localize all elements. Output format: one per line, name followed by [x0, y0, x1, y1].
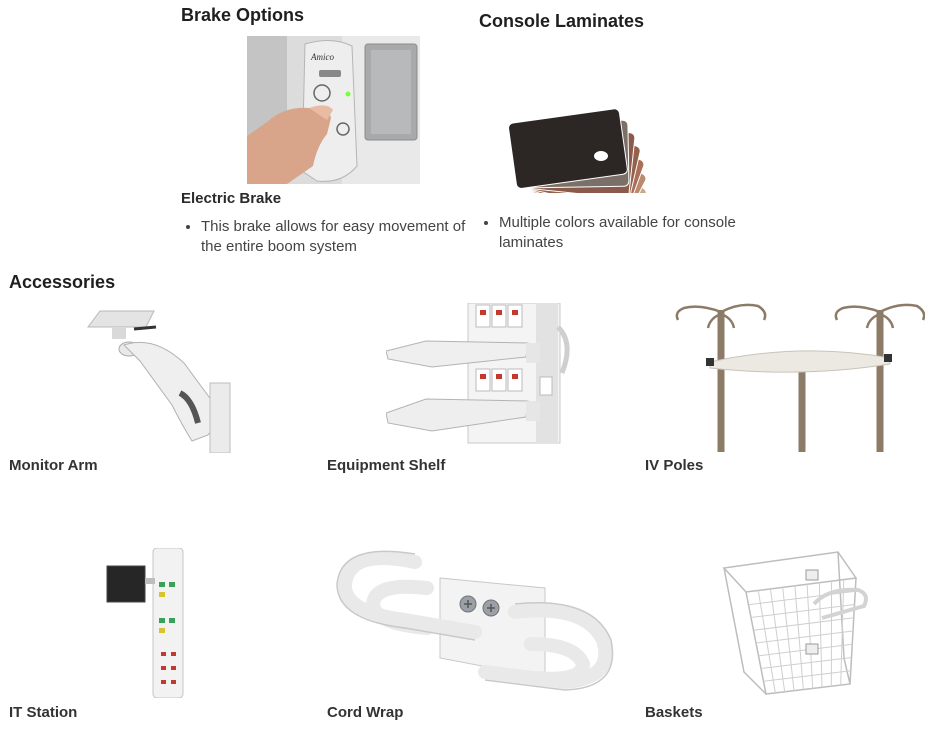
- electric-brake-image: Amico: [247, 36, 420, 184]
- it-station-label: IT Station: [9, 704, 78, 721]
- accessories-heading: Accessories: [9, 272, 116, 292]
- electric-brake-title: Electric Brake: [181, 190, 282, 207]
- laminate-swatches-image: [505, 38, 755, 193]
- laminate-bullet-text: Multiple colors available for console la…: [499, 213, 799, 253]
- amico-logo: Amico: [311, 52, 334, 62]
- cord-wrap-image: [335, 548, 620, 698]
- console-laminates-heading: Console Laminates: [479, 11, 645, 31]
- equipment-shelf-label: Equipment Shelf: [327, 457, 446, 474]
- brake-options-heading: Brake Options: [181, 5, 305, 25]
- it-station-image: [105, 548, 195, 698]
- brake-bullets: This brake allows for easy movement of t…: [181, 217, 471, 257]
- iv-poles-label: IV Poles: [645, 457, 704, 474]
- brake-bullet-text: This brake allows for easy movement of t…: [201, 217, 471, 257]
- baskets-label: Baskets: [645, 704, 703, 721]
- laminate-swatch: [508, 108, 628, 189]
- baskets-image: [718, 548, 873, 698]
- monitor-arm-image: [84, 305, 232, 453]
- equipment-shelf-image: [386, 303, 574, 451]
- iv-poles-image: [670, 302, 925, 452]
- swatch-hole: [594, 151, 608, 161]
- laminate-bullets: Multiple colors available for console la…: [479, 213, 799, 253]
- monitor-arm-label: Monitor Arm: [9, 457, 98, 474]
- cord-wrap-label: Cord Wrap: [327, 704, 404, 721]
